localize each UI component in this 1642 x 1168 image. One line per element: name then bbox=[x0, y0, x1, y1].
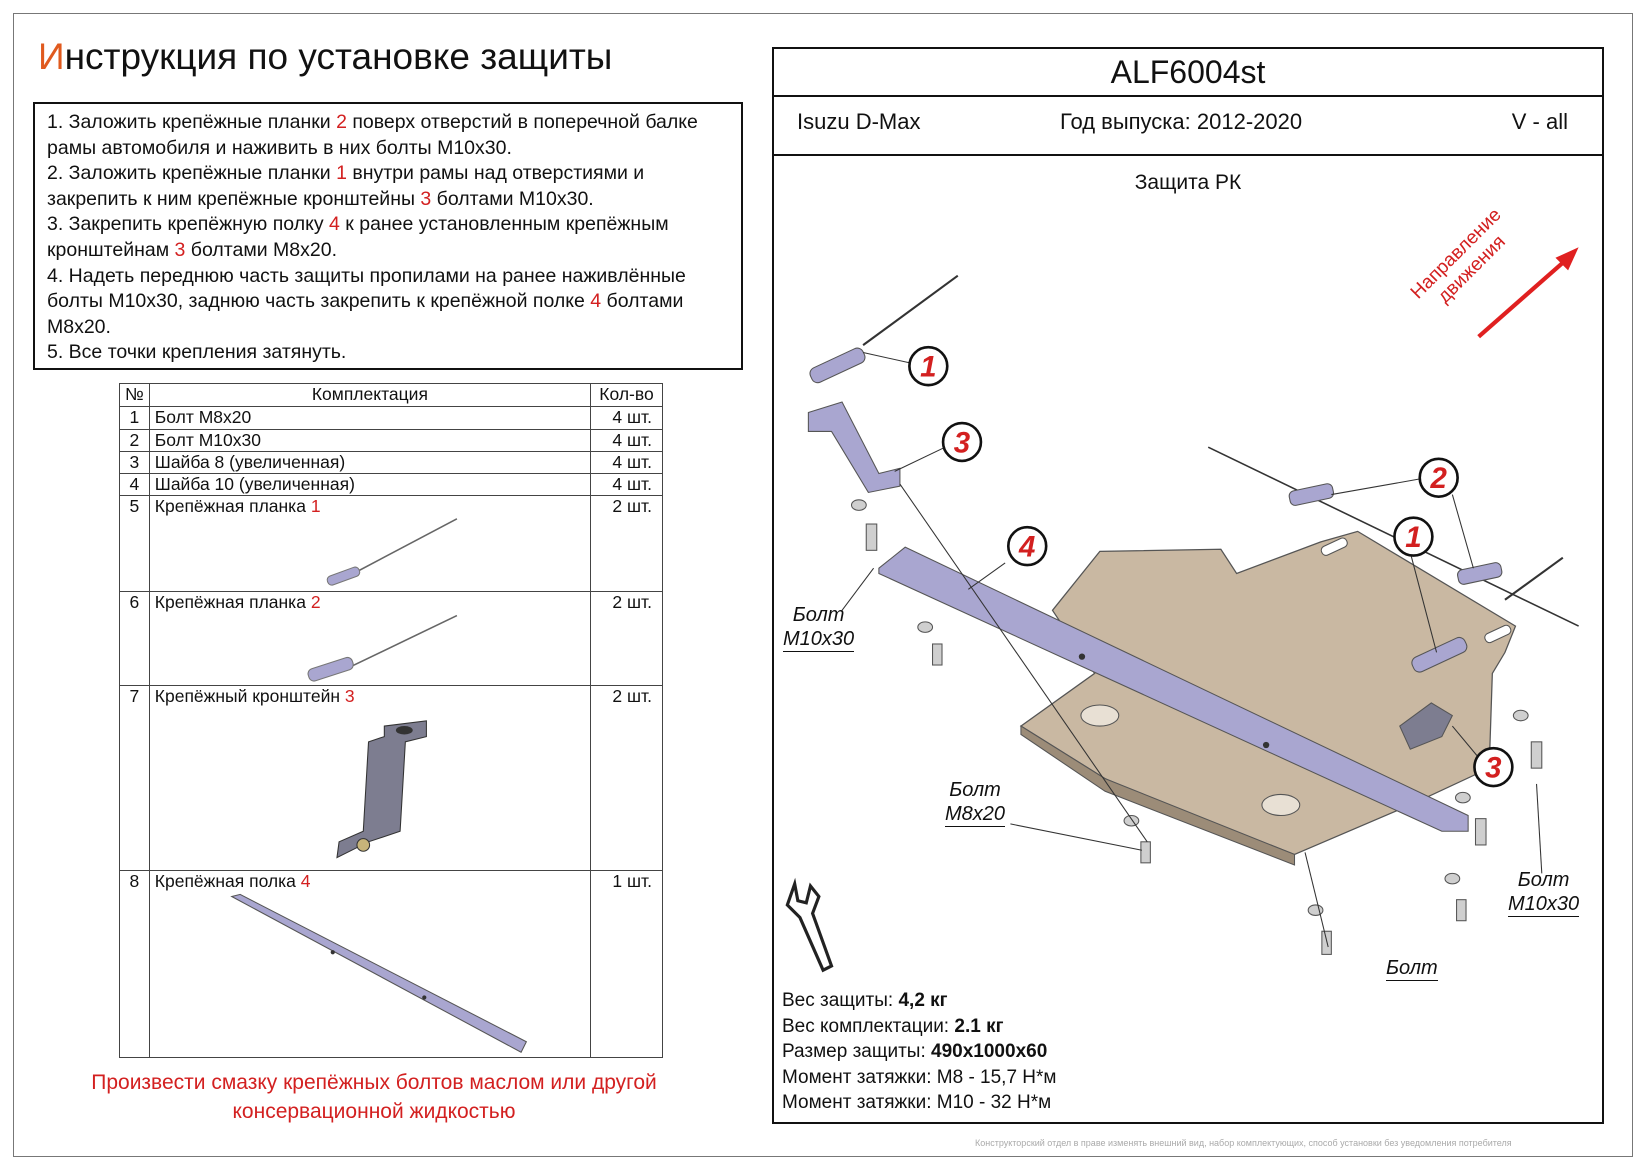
vehicle-info: Isuzu D-Max Год выпуска: 2012-2020 V - a… bbox=[772, 97, 1604, 156]
callout-number: 4 bbox=[1018, 531, 1035, 564]
table-cell: 4 шт. bbox=[590, 429, 663, 452]
col-number: № bbox=[119, 383, 150, 407]
label-text: M10x30 bbox=[1508, 893, 1580, 917]
table-cell: Крепёжная планка 1 bbox=[148, 495, 592, 592]
table-cell: 4 bbox=[119, 473, 150, 496]
table-cell: 6 bbox=[119, 591, 150, 686]
table-cell: 2 шт. bbox=[590, 685, 663, 871]
lubrication-note: Произвести смазку крепёжных болтов масло… bbox=[91, 1071, 657, 1123]
brackets-and-plates bbox=[807, 274, 1579, 750]
table-cell: 5 bbox=[119, 495, 150, 592]
col-item: Комплектация bbox=[148, 383, 592, 407]
label-text: Болт bbox=[949, 779, 1001, 801]
table-cell: 4 шт. bbox=[590, 473, 663, 496]
callout-number: 1 bbox=[1405, 521, 1421, 554]
table-cell: 1 bbox=[119, 406, 150, 430]
table-cell: Шайба 10 (увеличенная) bbox=[148, 473, 592, 496]
table-cell: Крепёжная планка 2 bbox=[148, 591, 592, 686]
table-cell: 4 шт. bbox=[590, 451, 663, 474]
part-name: Защита РК bbox=[1134, 171, 1242, 194]
bolts bbox=[850, 499, 1543, 955]
spec-line: Вес защиты: 4,2 кг bbox=[782, 990, 948, 1011]
label-bolt-m10-left: Болт M10x30 bbox=[783, 603, 855, 652]
drawing-panel bbox=[772, 47, 1604, 1124]
spec-line: Вес комплектации: 2.1 кг bbox=[782, 1015, 1004, 1037]
table-cell: Шайба 8 (увеличенная) bbox=[148, 451, 592, 474]
model-years: Год выпуска: 2012-2020 bbox=[1060, 109, 1303, 134]
callout-circle bbox=[908, 345, 949, 387]
table-cell: 1 шт. bbox=[590, 870, 663, 1058]
callout-circle bbox=[941, 421, 983, 463]
label-text: Болт bbox=[792, 604, 845, 626]
label-bolt-bottom: Болт bbox=[1386, 956, 1438, 981]
table-cell: Болт М10х30 bbox=[148, 429, 592, 452]
callout-number: 2 bbox=[1429, 462, 1447, 495]
vehicle-model: Isuzu D-Max bbox=[797, 109, 921, 134]
label-text: Болт bbox=[1386, 957, 1438, 981]
callout-circle bbox=[1393, 516, 1434, 557]
table-cell: 2 bbox=[119, 429, 150, 452]
table-cell: 3 bbox=[119, 451, 150, 474]
callout-number: 1 bbox=[920, 351, 936, 384]
spec-line: Момент затяжки: M8 - 15,7 Н*м bbox=[782, 1066, 1057, 1088]
instructions-box: 1. Заложить крепёжные планки 2 поверх от… bbox=[33, 102, 743, 370]
callout-circle bbox=[1418, 457, 1459, 498]
col-qty: Кол-во bbox=[590, 383, 663, 407]
direction-arrow bbox=[1477, 247, 1579, 339]
callout-number: 3 bbox=[954, 426, 971, 459]
table-cell: 4 шт. bbox=[590, 406, 663, 430]
specs: Вес защиты: 4,2 кг Вес комплектации: 2.1 … bbox=[782, 988, 1056, 1116]
table-cell: 2 шт. bbox=[590, 591, 663, 686]
label-bolt-m8: Болт M8x20 bbox=[945, 778, 1006, 827]
footer-disclaimer: Конструкторский отдел в праве изменять в… bbox=[975, 1138, 1512, 1148]
table-cell: Крепёжный кронштейн 3 bbox=[148, 685, 592, 871]
table-cell: 7 bbox=[119, 685, 150, 871]
callout-number: 3 bbox=[1485, 752, 1502, 785]
callout-circle bbox=[1473, 746, 1514, 788]
spec-line: Момент затяжки: M10 - 32 Н*м bbox=[782, 1092, 1052, 1114]
page-frame bbox=[13, 13, 1633, 1157]
shelf-4 bbox=[878, 546, 1469, 832]
callout-circle bbox=[1006, 525, 1048, 567]
instruction-step: 4. Надеть переднюю часть защиты пропилам… bbox=[47, 264, 686, 338]
label-bolt-m10-right: Болт M10x30 bbox=[1508, 868, 1580, 917]
instruction-step: 1. Заложить крепёжные планки 2 поверх от… bbox=[47, 111, 698, 159]
page-title: Инструкция по установке защиты bbox=[38, 36, 613, 77]
leader-lines bbox=[841, 351, 1543, 948]
instruction-step: 5. Все точки крепления затянуть. bbox=[47, 341, 347, 364]
wrench-icon bbox=[785, 877, 834, 973]
skid-plate bbox=[1019, 530, 1517, 866]
table-cell: Болт М8х20 bbox=[148, 406, 592, 430]
engine: V - all bbox=[1511, 109, 1568, 134]
product-code: ALF6004st bbox=[772, 47, 1604, 97]
label-text: M8x20 bbox=[945, 803, 1006, 827]
instruction-step: 3. Закрепить крепёжную полку 4 к ранее у… bbox=[47, 213, 669, 261]
label-text: Болт bbox=[1517, 869, 1570, 891]
label-text: M10x30 bbox=[783, 628, 855, 652]
table-cell: Крепёжная полка 4 bbox=[148, 870, 592, 1058]
spec-line: Размер защиты: 490x1000x60 bbox=[782, 1041, 1048, 1063]
table-cell: 2 шт. bbox=[590, 495, 663, 592]
table-cell: 8 bbox=[119, 870, 150, 1058]
instruction-step: 2. Заложить крепёжные планки 1 внутри ра… bbox=[47, 162, 645, 210]
